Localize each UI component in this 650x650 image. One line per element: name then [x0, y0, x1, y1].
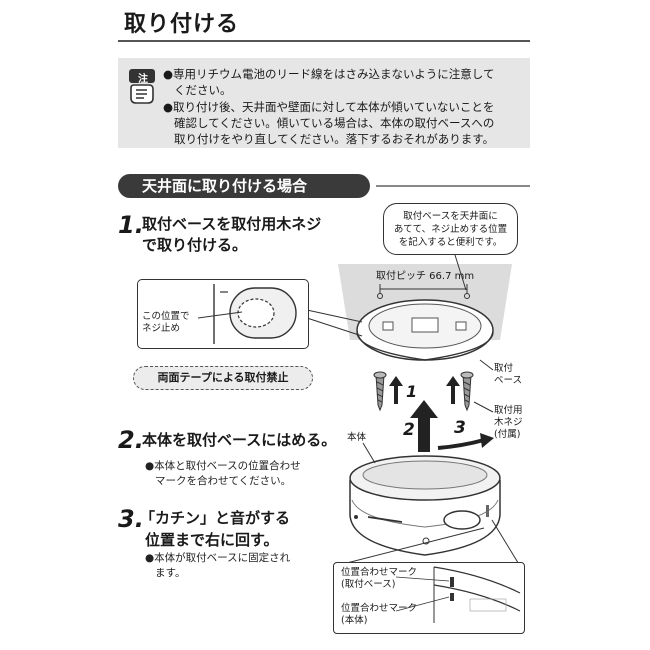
screw-label-line-3: (付属)	[494, 429, 521, 440]
mark-base-line-1: 位置合わせマーク	[341, 567, 418, 578]
caution-icon-label: 注	[138, 74, 148, 85]
alignment-mark-detail	[333, 562, 525, 634]
step-2-note-line-1: ●本体と取付ベースの位置合わせ	[145, 460, 301, 472]
caution-item-2-line-1: ●取り付け後、天井面や壁面に対して本体が傾いていないことを	[163, 100, 495, 114]
caution-item-2-line-2: 確認してください。傾いている場合は、本体の取付ベースへの	[174, 116, 495, 130]
screw-label-line-2: 木ネジ	[494, 417, 523, 428]
step-2-line-1: 本体を取付ベースにはめる。	[142, 431, 337, 449]
mark-body-line-1: 位置合わせマーク	[341, 603, 418, 614]
arrow-up-small-right	[446, 376, 460, 404]
arrow-up-large	[410, 400, 438, 452]
inset-label-line-2: ネジ止め	[142, 323, 181, 334]
body-label: 本体	[347, 432, 367, 443]
callout-line-2: あてて、ネジ止めする位置	[393, 224, 508, 235]
wood-screw-left	[373, 371, 387, 412]
arrow-up-small-left	[389, 376, 403, 404]
section-header: 天井面に取り付ける場合	[118, 174, 370, 198]
step-1-line-1: 取付ベースを取付用木ネジ	[142, 215, 322, 233]
screw-position-inset	[137, 279, 309, 349]
note-callout: 取付ベースを天井面に あてて、ネジ止めする位置 を記入すると便利です。	[383, 203, 518, 255]
callout-line-1: 取付ベースを天井面に	[403, 211, 498, 222]
section-divider	[376, 185, 530, 187]
mark-body-line-2: (本体)	[341, 615, 368, 626]
caution-item-1-line-2: ください。	[174, 83, 232, 97]
step-3-line-1: 「カチン」と音がする	[140, 509, 291, 527]
arrow-rotate-right	[480, 433, 494, 448]
wood-screw-right	[460, 371, 474, 412]
caution-item-2-line-3: 取り付けをやり直してください。落下するおそれがあります。	[174, 132, 495, 146]
arrow-1-label: 1	[406, 382, 418, 401]
mark-base-line-2: (取付ベース)	[341, 579, 396, 590]
page-title: 取り付ける	[124, 12, 240, 37]
step-1-number: 1.	[118, 211, 144, 239]
caution-item-1-line-1: ●専用リチウム電池のリード線をはさみ込まないように注意して	[163, 67, 495, 81]
step-2-note-line-2: マークを合わせてください。	[155, 475, 292, 487]
step-1-line-2: で取り付ける。	[142, 236, 248, 254]
step-3-line-2: 位置まで右に回す。	[145, 531, 279, 549]
tape-prohibited-badge: 両面テープによる取付禁止	[133, 366, 313, 390]
step-3-note-line-2: ます。	[155, 567, 186, 579]
step-2-number: 2.	[118, 426, 144, 454]
title-divider	[118, 40, 530, 42]
smoke-detector-body	[349, 455, 501, 556]
step-3-number: 3.	[118, 505, 144, 533]
arrow-3-label: 3	[454, 418, 466, 438]
callout-line-3: を記入すると便利です。	[398, 237, 503, 248]
caution-box	[118, 58, 530, 148]
pointing-hand-caution-icon	[129, 69, 155, 104]
arrow-2-label: 2	[403, 420, 415, 440]
screw-label-line-1: 取付用	[494, 405, 523, 416]
base-label-line-2: ベース	[494, 375, 523, 386]
inset-label-line-1: この位置で	[142, 311, 190, 322]
pitch-label: 取付ピッチ 66.7 mm	[376, 271, 475, 282]
caution-text: ●専用リチウム電池のリード線をはさみ込まないように注意して ください。 ●取り付…	[163, 66, 525, 147]
base-label-line-1: 取付	[494, 363, 514, 374]
step-3-note-line-1: ●本体が取付ベースに固定され	[145, 552, 291, 564]
